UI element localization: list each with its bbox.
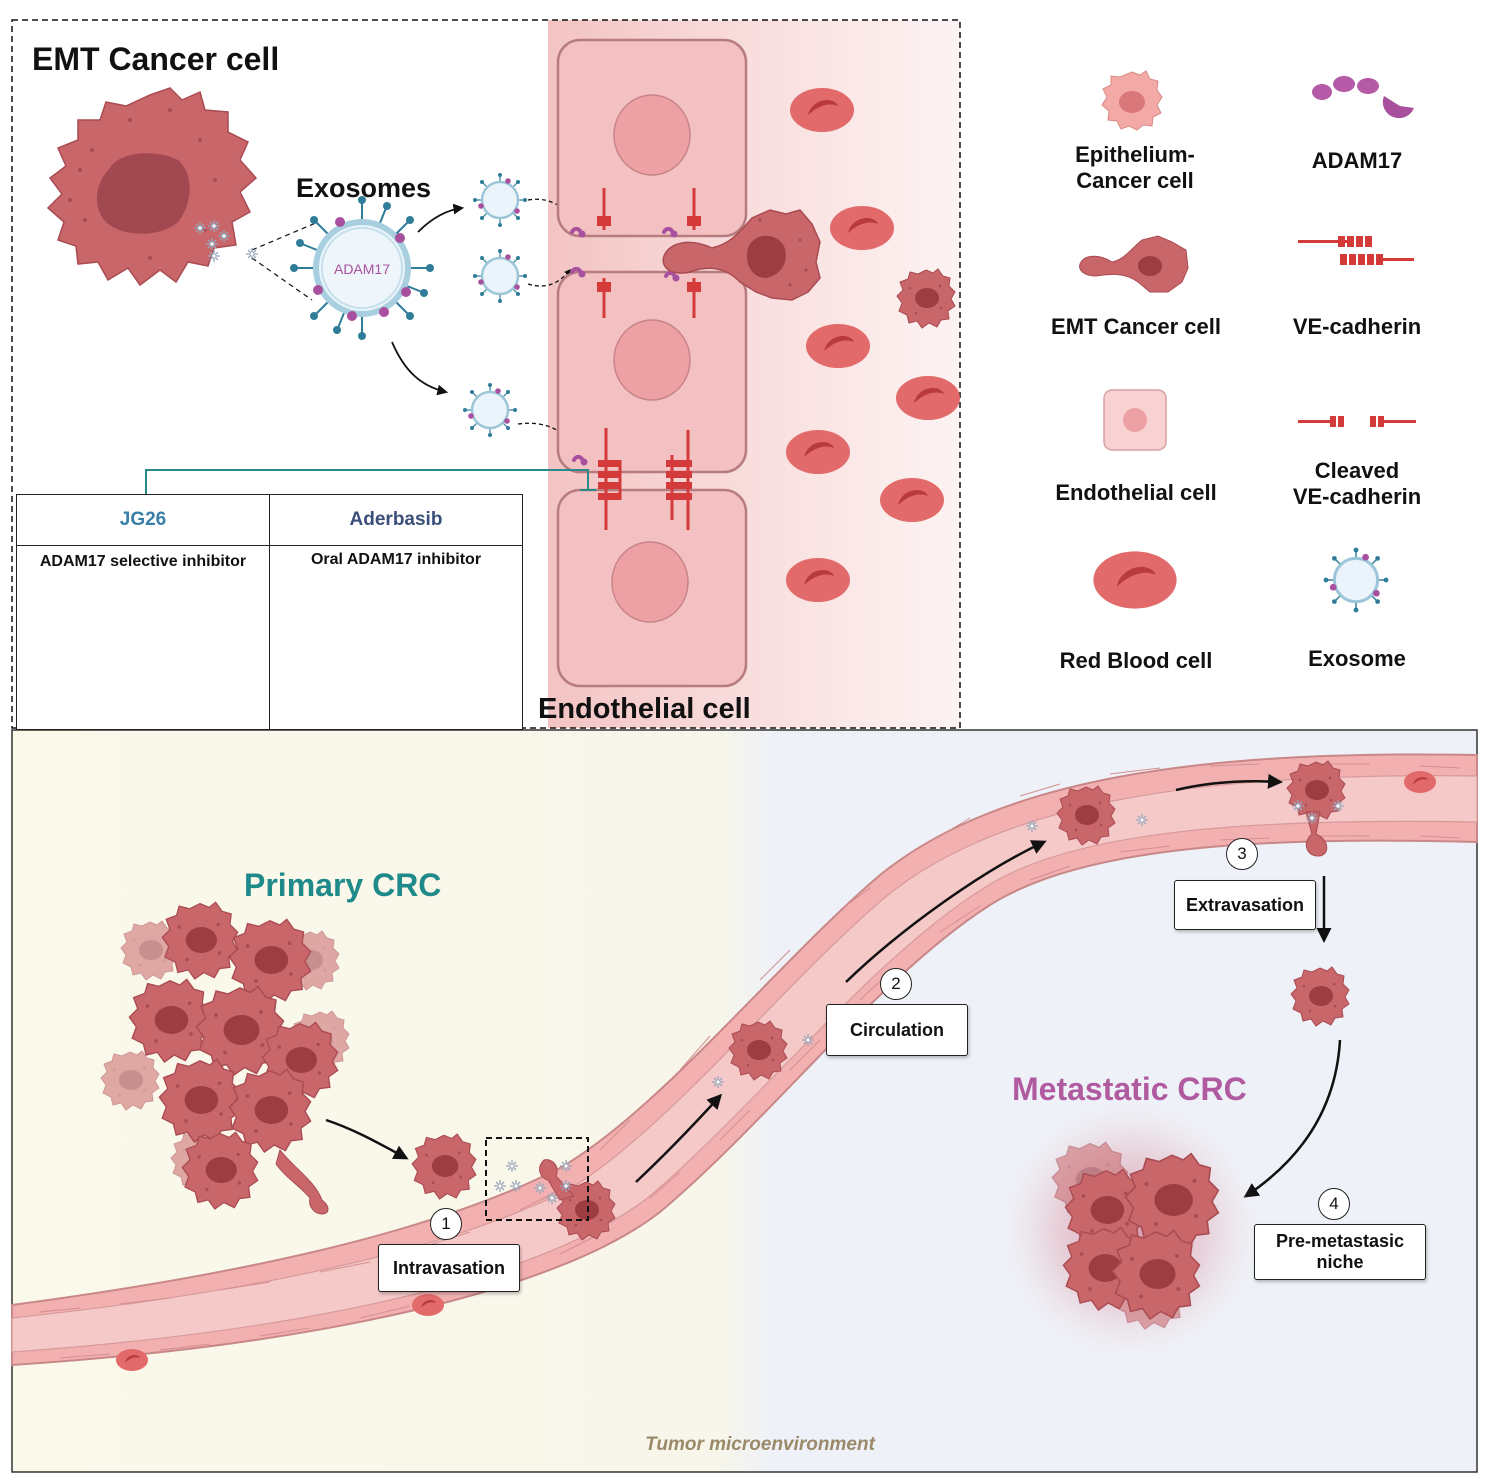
exosome-icon (1322, 546, 1390, 614)
step-number: 3 (1226, 838, 1258, 870)
primary-tumor-cluster (100, 901, 350, 1215)
exosomes-label: Exosomes (296, 173, 432, 203)
inhibitor-name: JG26 (17, 495, 269, 546)
bottom-panel (11, 729, 1478, 1473)
large-exosome (290, 196, 434, 340)
cleaved-ve-cadherin-icon (1298, 416, 1416, 427)
step-number: 2 (880, 968, 912, 1000)
epithelium-cancer-cell-icon (1101, 70, 1163, 131)
metastatic-niche (1000, 1100, 1260, 1360)
step-label-pre-metastasic-niche: Pre-metastasic niche (1254, 1224, 1426, 1280)
endothelial-cell-icon (1103, 389, 1167, 451)
step-label-circulation: Circulation (826, 1004, 968, 1056)
legend-label-red-blood-cell: Red Blood cell (1059, 648, 1213, 673)
extravasating-tumor-cell (1286, 760, 1346, 857)
step-label-extravasation: Extravasation (1174, 880, 1316, 930)
step-number: 1 (430, 1208, 462, 1240)
adam17-icon (1312, 76, 1414, 119)
detail-region-box (485, 1137, 589, 1221)
inhibitor-connector (145, 469, 596, 494)
legend-label-epithelium-cancer-cell: Epithelium- Cancer cell (1075, 142, 1195, 194)
endothelial-cell-wall (556, 38, 748, 688)
legend-label-exosome: Exosome (1308, 646, 1406, 671)
adam17-vesicle-label: ADAM17 (334, 261, 390, 277)
tumor-microenvironment-label: Tumor microenvironment (645, 1434, 875, 1455)
emt-cancer-cell-icon (1079, 235, 1189, 293)
step-label-intravasation: Intravasation (378, 1244, 520, 1292)
red-blood-cell-icon (1093, 551, 1177, 609)
endothelial-cell-title: Endothelial cell (538, 693, 751, 725)
legend-icons (1079, 70, 1416, 614)
legend-label-adam17: ADAM17 (1311, 148, 1403, 173)
inhibitor-card-jg26: JG26 ADAM17 selective inhibitor (16, 494, 270, 730)
primary-crc-label: Primary CRC (244, 867, 442, 903)
legend-label-cleaved-ve-cadherin: Cleaved VE-cadherin (1292, 458, 1422, 510)
small-exosome (461, 381, 519, 439)
exosome-release-arrows (391, 203, 465, 396)
small-exosome (471, 171, 529, 229)
emt-cancer-cell-title: EMT Cancer cell (32, 41, 280, 77)
ve-cadherin-icon (1298, 236, 1414, 265)
step-number: 4 (1318, 1188, 1350, 1220)
inhibitor-description: ADAM17 selective inhibitor (39, 553, 247, 570)
exosome-zoom-lines (251, 221, 319, 301)
ve-cadherin-junctions (597, 188, 701, 530)
small-exosome (471, 247, 529, 305)
metastatic-crc-label: Metastatic CRC (1012, 1071, 1247, 1107)
inhibitor-name: Aderbasib (270, 495, 522, 546)
transmigrating-emt-cell (662, 209, 821, 301)
inhibitor-card-aderbasib: Aderbasib Oral ADAM17 inhibitor (269, 494, 523, 730)
migration-arrows (325, 773, 1342, 1198)
legend-label-emt-cancer-cell: EMT Cancer cell (1051, 314, 1221, 339)
legend-label-ve-cadherin: VE-cadherin (1292, 314, 1422, 339)
legend-label-endothelial-cell: Endothelial cell (1055, 480, 1217, 505)
inhibitor-description: Oral ADAM17 inhibitor (310, 551, 482, 568)
large-emt-cancer-cell (46, 87, 258, 287)
